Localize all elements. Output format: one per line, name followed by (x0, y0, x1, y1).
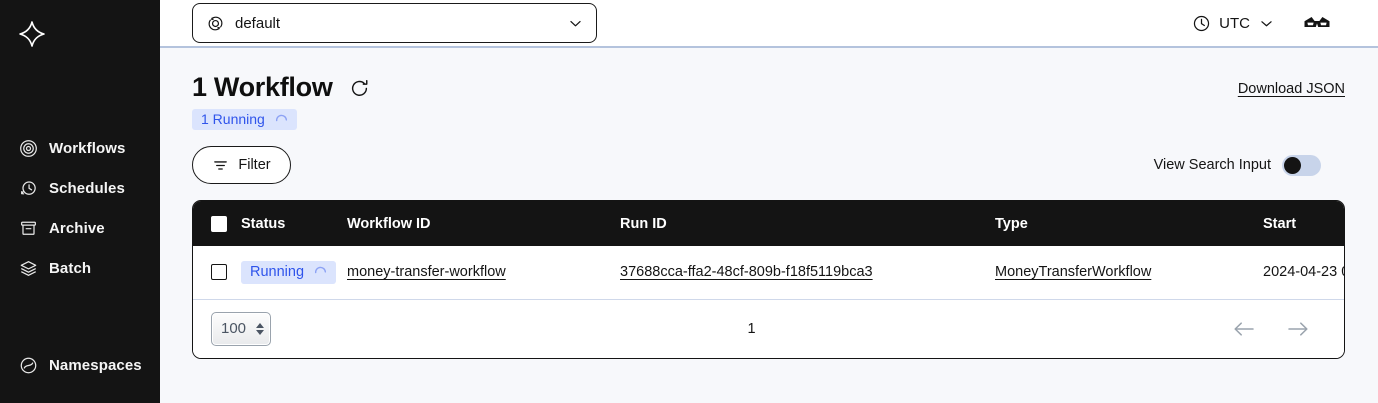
column-header-status[interactable]: Status (241, 215, 286, 232)
batch-layers-icon (18, 258, 38, 278)
schedules-clock-icon (18, 178, 38, 198)
workflows-table-body: Running money-transfer-workflow (193, 246, 1345, 299)
table-row[interactable]: Running money-transfer-workflow (193, 246, 1345, 299)
timezone-label: UTC (1219, 14, 1250, 32)
row-status-cell: Running (241, 246, 347, 299)
workflows-table-head: Status Workflow ID Run ID Type Start (193, 201, 1344, 246)
table-header-row: Status Workflow ID Run ID Type Start (193, 201, 1344, 246)
sidebar-item-batch[interactable]: Batch (0, 248, 160, 288)
arrow-right-icon[interactable] (1286, 320, 1310, 338)
page-title: 1 Workflow (192, 72, 333, 102)
sidebar-item-label: Archive (49, 219, 105, 237)
column-header-workflow-id[interactable]: Workflow ID (347, 215, 431, 232)
row-run-id-cell: 37688cca-ffa2-48cf-809b-f18f5119bca3 (620, 246, 995, 299)
namespace-value: default (235, 14, 281, 32)
glasses-icon[interactable] (1303, 14, 1331, 32)
row-start-cell: 2024-04-23 0 (1263, 264, 1345, 281)
sidebar-item-namespaces[interactable]: Namespaces (0, 345, 160, 385)
sidebar-item-label: Batch (49, 259, 92, 277)
view-search-input-control: View Search Input (1153, 154, 1345, 176)
top-bar: default UTC (160, 0, 1378, 48)
chevron-down-icon (567, 15, 584, 32)
view-search-input-toggle[interactable] (1282, 154, 1321, 176)
row-workflow-id-cell: money-transfer-workflow (347, 246, 620, 299)
status-pill-label: Running (250, 263, 305, 280)
topbar-right-controls: UTC (1192, 14, 1361, 33)
sidebar-item-label: Workflows (49, 139, 126, 157)
content-region: 1 Workflow Download JSON 1 Running (160, 48, 1378, 401)
row-type-cell: MoneyTransferWorkflow (995, 246, 1263, 299)
view-search-input-label: View Search Input (1153, 157, 1271, 173)
namespaces-swirl-icon (18, 355, 38, 375)
select-all-header (193, 201, 241, 246)
workflows-table-card: Status Workflow ID Run ID Type Start (192, 200, 1345, 359)
workflows-spiral-icon (18, 138, 38, 158)
status-badge-running[interactable]: 1 Running (192, 109, 297, 130)
page-size-stepper[interactable]: 100 (211, 311, 271, 346)
namespace-orbit-icon (206, 14, 225, 33)
toolbar-row: Filter View Search Input (192, 146, 1345, 184)
spinner-icon (275, 113, 288, 126)
archive-box-icon (18, 218, 38, 238)
sidebar-secondary-nav: Namespaces (0, 345, 160, 385)
timezone-picker[interactable]: UTC (1192, 14, 1275, 33)
stepper-arrows-icon (256, 322, 264, 335)
select-all-checkbox[interactable] (211, 215, 227, 232)
page-size-value: 100 (221, 320, 247, 337)
clock-icon (1192, 14, 1211, 33)
status-pill-running[interactable]: Running (241, 260, 337, 284)
sidebar-item-workflows[interactable]: Workflows (0, 128, 160, 168)
pagination-bar: 100 1 (193, 299, 1344, 358)
sidebar-item-label: Schedules (49, 179, 125, 197)
sidebar-item-schedules[interactable]: Schedules (0, 168, 160, 208)
refresh-icon[interactable] (349, 78, 370, 99)
temporal-logo-icon[interactable] (16, 18, 48, 50)
row-checkbox[interactable] (211, 264, 227, 281)
status-filter-badges: 1 Running (192, 109, 1345, 130)
sidebar-item-archive[interactable]: Archive (0, 208, 160, 248)
column-header-type[interactable]: Type (995, 215, 1028, 232)
download-json-link[interactable]: Download JSON (1237, 81, 1345, 97)
spinner-icon (314, 265, 327, 278)
workflow-id-link[interactable]: money-transfer-workflow (347, 264, 506, 281)
column-header-start[interactable]: Start (1263, 215, 1297, 232)
filter-button-label: Filter (238, 157, 271, 173)
arrow-left-icon[interactable] (1232, 320, 1256, 338)
run-id-link[interactable]: 37688cca-ffa2-48cf-809b-f18f5119bca3 (620, 264, 873, 281)
workflows-table: Status Workflow ID Run ID Type Start (193, 201, 1345, 300)
filter-icon (212, 157, 229, 174)
chevron-down-icon (1258, 15, 1275, 32)
main-region: default UTC (160, 0, 1378, 403)
sidebar: Workflows Schedules (0, 0, 160, 403)
pager-arrows (1232, 320, 1324, 338)
page-header-row: 1 Workflow Download JSON (192, 48, 1345, 101)
page-indicator: 1 (747, 320, 756, 337)
workflow-type-link[interactable]: MoneyTransferWorkflow (995, 264, 1152, 281)
status-badge-label: 1 Running (201, 111, 265, 127)
row-select-cell (193, 246, 241, 299)
sidebar-primary-nav: Workflows Schedules (0, 128, 160, 288)
namespace-select[interactable]: default (192, 3, 597, 43)
toggle-knob (1284, 156, 1301, 174)
sidebar-item-label: Namespaces (49, 356, 142, 374)
filter-button[interactable]: Filter (192, 146, 291, 184)
column-header-run-id[interactable]: Run ID (620, 215, 667, 232)
page-header-left: 1 Workflow (192, 74, 370, 101)
